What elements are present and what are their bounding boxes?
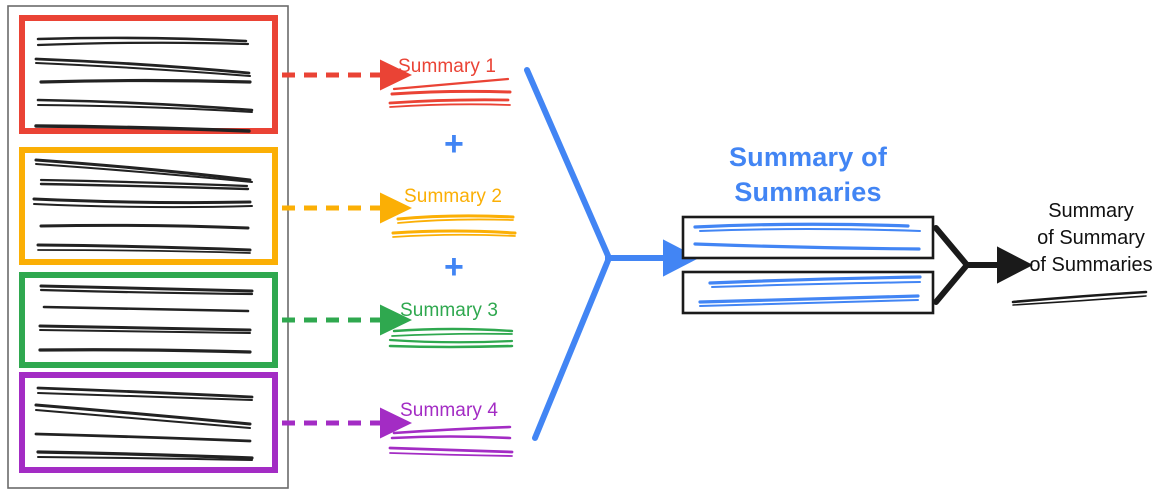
final-output-lines <box>1011 290 1148 306</box>
document-group-green-box <box>19 272 278 368</box>
black-merge-branch-bottom <box>933 262 970 305</box>
summary-of-summaries-title: Summary of Summaries <box>683 140 933 209</box>
final-output-line-1: Summary <box>1048 200 1134 222</box>
summary-4-label: Summary 4 <box>400 400 499 421</box>
blue-merge-branch-bottom <box>532 255 612 441</box>
plus-sign-2: + <box>444 248 464 286</box>
final-output-label: Summary of Summary of Summaries <box>1018 198 1164 278</box>
plus-sign-1: + <box>444 125 464 163</box>
summary-3-label: Summary 3 <box>400 300 499 321</box>
document-group-orange-box <box>19 147 278 265</box>
document-group-purple-box <box>19 372 278 473</box>
black-merge-branch-top <box>933 225 970 268</box>
sos-box-1-lines <box>693 222 921 251</box>
document-group-red-box <box>19 15 278 134</box>
sos-box-2-lines <box>698 275 922 307</box>
blue-merge-branch-top <box>524 67 612 261</box>
document-group-orange-lines <box>32 158 253 254</box>
summary-1-label: Summary 1 <box>398 56 497 77</box>
summary-2-label: Summary 2 <box>404 186 503 207</box>
document-group-red-lines <box>34 36 254 133</box>
summary-1-lines <box>388 77 512 108</box>
document-group-green-lines <box>38 284 254 354</box>
summary-4-lines <box>388 425 514 457</box>
final-output-line-2: of Summary <box>1037 226 1145 249</box>
sos-title-line-1: Summary of <box>728 142 888 172</box>
document-collection-frame <box>7 5 289 489</box>
sos-title-line-2: Summaries <box>734 176 882 207</box>
summary-2-lines <box>391 214 517 238</box>
document-group-purple-lines <box>34 386 254 461</box>
final-output-line-3: of Summaries <box>1029 253 1153 276</box>
sos-box-2 <box>681 270 935 315</box>
sos-box-1 <box>681 215 935 260</box>
summary-3-lines <box>388 327 514 349</box>
